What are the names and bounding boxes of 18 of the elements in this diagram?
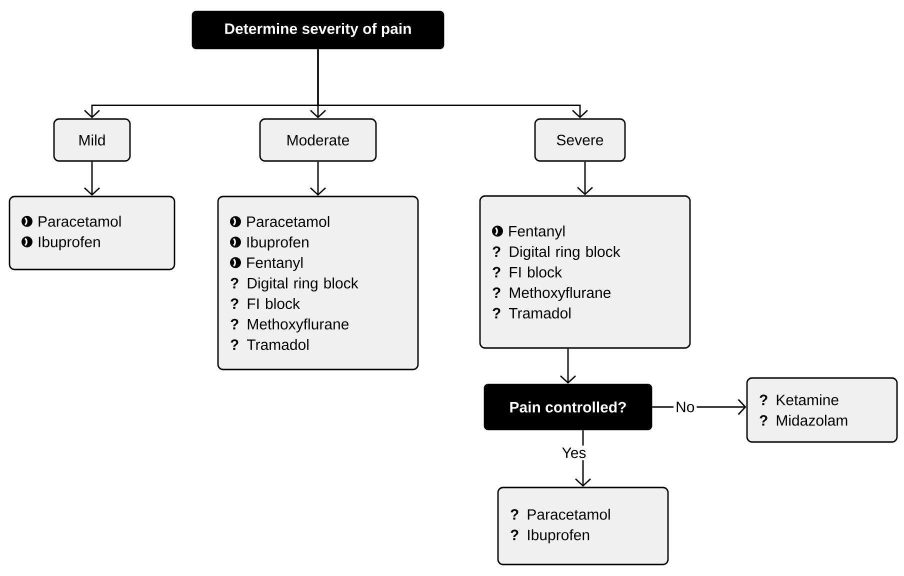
arrow xyxy=(652,399,746,415)
category-box: Severe xyxy=(534,118,626,162)
decision-box: Determine severity of pain xyxy=(192,10,444,50)
treatment-list-box: ? Ketamine ? Midazolam xyxy=(746,377,898,443)
treatment-list-box: ? Paracetamol ? Ibuprofen xyxy=(497,486,669,566)
edge-label: No xyxy=(674,400,697,414)
arrow xyxy=(317,49,588,118)
edge-label: Yes xyxy=(560,446,588,460)
category-box: Mild xyxy=(53,118,131,162)
decision-box: Pain controlled? xyxy=(484,384,652,430)
category-box: Moderate xyxy=(259,118,377,162)
arrow xyxy=(577,162,593,196)
arrow xyxy=(560,348,576,384)
arrow xyxy=(310,162,326,196)
treatment-list-box: Fentanyl ? Digital ring block ? FI block ? Methoxyflurane ? Tramadol xyxy=(479,195,691,349)
treatment-list-box: Paracetamol Ibuprofen Fentanyl ? Digital ring block ? FI block ? Methoxyflurane ? Tramadol xyxy=(217,196,419,370)
treatment-list-box: Paracetamol Ibuprofen xyxy=(8,196,176,270)
arrow xyxy=(84,162,100,196)
